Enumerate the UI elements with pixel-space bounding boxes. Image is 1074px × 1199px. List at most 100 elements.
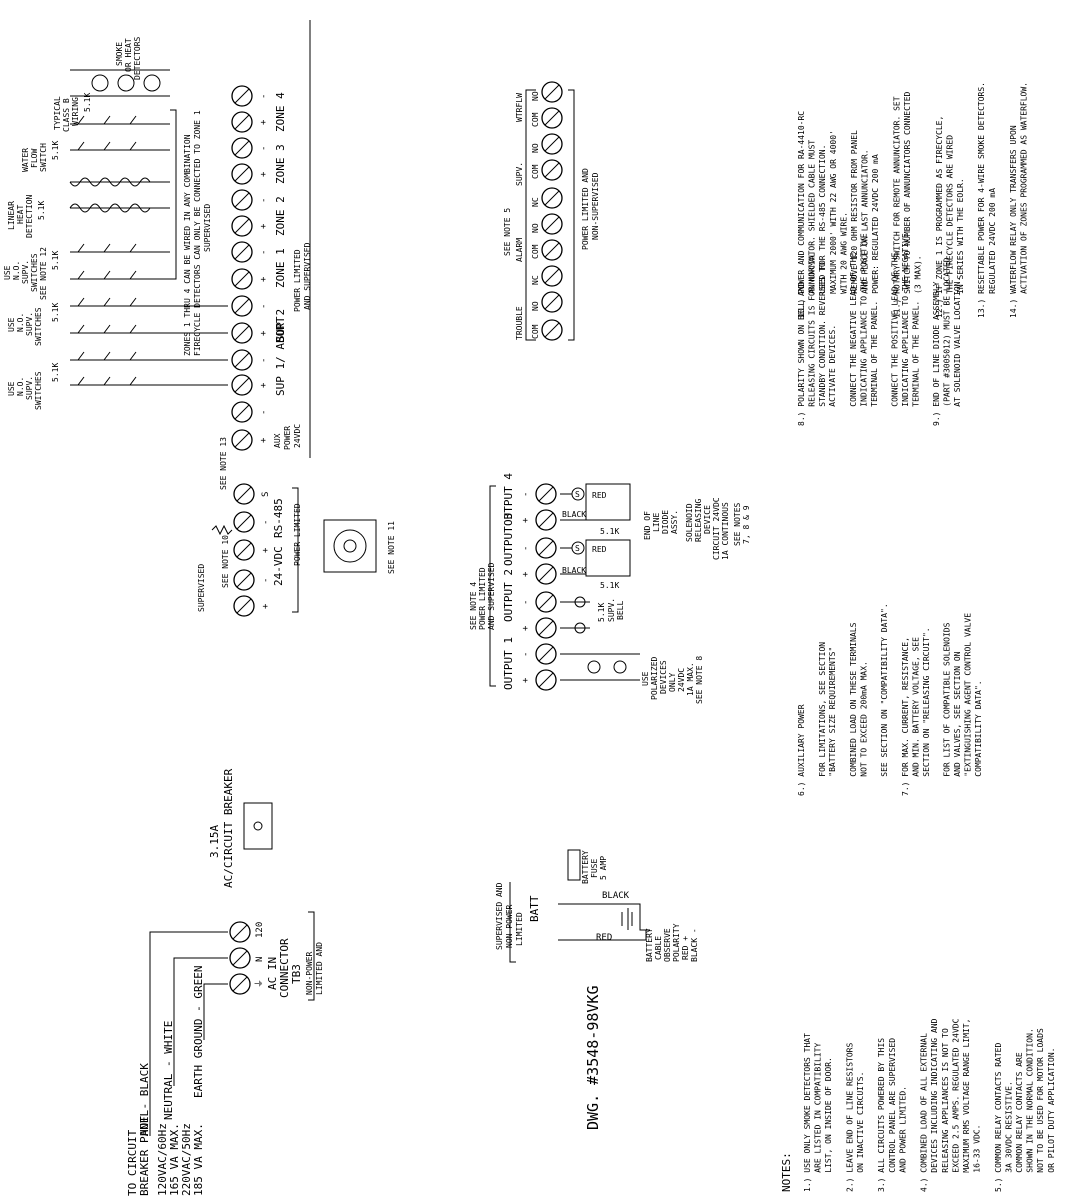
annunciator-sign-1: + xyxy=(261,603,271,609)
zones-and-supervised: AND SUPERVISED xyxy=(303,242,312,310)
relay-group-3: SUPV. xyxy=(515,162,524,186)
term-group-label-5: ZONE 2 xyxy=(274,196,287,236)
to-circuit-label: TO CIRCUIT xyxy=(126,1129,139,1196)
zones-note-2: FIRECYCLE DETECTORS CAN ONLY BE CONNECTE… xyxy=(193,110,202,356)
sup2-dev-5: 5.1K xyxy=(51,303,60,322)
earth-wire-label: EARTH GROUND - GREEN xyxy=(192,966,205,1098)
note-4-line-12: (3 MAX). xyxy=(914,255,923,318)
sup2-dev-4: SWITCHES xyxy=(34,307,43,346)
solenoid-3: DEVICE xyxy=(703,505,712,534)
note-3-line-11: INDICATING APPLIANCE TO THE NEGATIVE xyxy=(901,233,910,426)
note-2-line-7: NOT TO EXCEED 200mA MAX. xyxy=(859,661,868,796)
note-3-line-10: CONNECT THE POSITIVE LEAD OF THE xyxy=(891,252,900,426)
supv-bell-2: BELL xyxy=(616,601,625,620)
relay-contact-8: NO xyxy=(531,143,540,153)
zone-sign-7: + xyxy=(259,276,269,282)
note-4-line-2: ANNUNCIATOR. SHIELDED CABLE MUST xyxy=(808,140,817,318)
solenoid-1: SOLENOID xyxy=(685,503,694,542)
note-4-line-21: 14.) WATERFLOW RELAY ONLY TRANSFERS UPON xyxy=(1009,125,1018,318)
classb-dev-4: 5.1K xyxy=(83,93,92,112)
connector-label: CONNECTOR xyxy=(278,938,291,998)
relay-contact-4: COM xyxy=(531,244,540,259)
outputs-supervised: AND SUPERVISED xyxy=(487,562,496,630)
note-4-line-19: REGULATED 24VDC 200 mA xyxy=(988,188,997,318)
note-1-line-2: ARE LISTED IN COMPATIBILITY xyxy=(814,1043,823,1192)
r51k-out4: 5.1K xyxy=(600,527,619,536)
notes-block: NOTES: 1.) USE ONLY SMOKE DETECTORS THAT… xyxy=(780,82,1056,1192)
note-3-line-3: STANDBY CONDITION. REVERSES TO xyxy=(818,262,827,426)
battery-note-2: CABLE xyxy=(654,936,663,960)
note-4-line-18: 13.) RESETTABLE POWER FOR 4-WIRE SMOKE D… xyxy=(977,82,986,318)
note-2-line-16: AND VALVES, SEE SECTION ON xyxy=(953,651,962,796)
note-3-line-1: 8.) POLARITY SHOWN ON BELL AND xyxy=(797,281,806,426)
relay-contact-1: COM xyxy=(531,324,540,339)
sup3-dev-6: 5.1K xyxy=(51,251,60,270)
note-1-line-12: 4.) COMBINED LOAD OF ALL EXTERNAL xyxy=(920,1033,929,1192)
breaker-amps: 3.15A xyxy=(208,825,221,858)
sup1-dev-2: N.O. xyxy=(16,377,25,396)
zones-power-limited: POWER LIMITED xyxy=(293,249,302,312)
sup1-dev-5: 5.1K xyxy=(51,363,60,382)
sup1-dev-1: USE xyxy=(7,381,16,396)
note-3-line-6: CONNECT THE NEGATIVE LEAD OF THE xyxy=(849,252,858,426)
zone-sign-5: + xyxy=(259,330,269,336)
note-2-line-15: FOR LIST OF COMPATIBLE SOLENOIDS xyxy=(943,622,952,796)
heat-dev-3: DETECTION xyxy=(25,194,34,238)
note-2-line-12: AND MIN. BATTERY VOLTAGE, SEE xyxy=(911,637,920,796)
water-dev-3: SWITCH xyxy=(39,143,48,172)
r51k-out2: 5.1K xyxy=(597,603,606,622)
relay-contact-2: NO xyxy=(531,301,540,311)
zone-sign-14: - xyxy=(259,94,269,99)
note-3-line-7: INDICATING APPLIANCE TO THE POSITIVE xyxy=(859,233,868,426)
zone-sign-3: + xyxy=(259,382,269,388)
output-sign-2: - xyxy=(521,652,531,657)
eol-3: DIODE xyxy=(661,510,670,534)
ac-input-section: TO CIRCUIT BREAKER PANEL HOT - BLACK NEU… xyxy=(126,911,324,1196)
note-4-line-15: THE FIRECYCLE DETECTORS ARE WIRED xyxy=(945,135,954,318)
pol-dev-1: USE xyxy=(641,671,650,686)
note-3-line-16: AT SOLENOID VALVE LOCATION. xyxy=(953,277,962,426)
zone-sign-9: + xyxy=(259,223,269,229)
solenoid-7: 7, 8 & 9 xyxy=(742,505,751,544)
relay-group-2: ALARM xyxy=(515,238,524,262)
relay-contact-5: NO xyxy=(531,223,540,233)
zone-sign-10: - xyxy=(259,198,269,203)
term-group-label-3: SUP 2 xyxy=(274,309,287,342)
relay-group-4: WTRFLW xyxy=(515,93,524,122)
note-1-line-6: ON INACTIVE CIRCUITS. xyxy=(856,1072,865,1192)
neutral-wire-label: NEUTRAL - WHITE xyxy=(162,1021,175,1120)
term-group-label-7: ZONE 4 xyxy=(274,92,287,132)
note-2-line-18: COMPATIBILITY DATA". xyxy=(974,680,983,796)
output-sign-6: - xyxy=(521,546,531,551)
batt-label: BATT xyxy=(528,895,541,922)
heat-dev-4: 5.1K xyxy=(37,201,46,220)
note-1-line-5: 2.) LEAVE END OF LINE RESISTORS xyxy=(845,1043,854,1192)
solenoid-5: 1A CONTINOUS xyxy=(721,502,730,560)
output-sign-8: - xyxy=(521,492,531,497)
note-3-line-4: ACTIVATE DEVICES. xyxy=(828,325,837,426)
see-note-10: SEE NOTE 10 xyxy=(221,535,230,588)
classb-dev-1: TYPICAL xyxy=(53,96,62,130)
smoke-dev-2: OR HEAT xyxy=(124,38,133,72)
zone-sign-12: - xyxy=(259,146,269,151)
note-3-line-15: (PART #3005012) MUST BE LOCATED xyxy=(943,257,952,426)
note-1-line-14: RELEASING APPLIANCES IS NOT TO xyxy=(941,1028,950,1192)
battery-black-wire: BLACK xyxy=(602,891,630,901)
note-1-line-21: COMMON RELAY CONTACTS ARE xyxy=(1015,1052,1024,1192)
svg-text:S: S xyxy=(575,490,580,499)
terminal-label-n: N xyxy=(255,957,265,962)
output-sign-5: + xyxy=(521,571,531,577)
sup2-dev-1: USE xyxy=(7,317,16,332)
output-3-label: OUTPUT 3 xyxy=(502,513,515,566)
note-1-line-23: NOT TO BE USED FOR MOTOR LOADS xyxy=(1036,1028,1045,1192)
battery-fuse xyxy=(567,849,581,881)
term-group-label-4: ZONE 1 xyxy=(274,248,287,288)
note-2-line-6: COMBINED LOAD ON THESE TERMINALS xyxy=(849,622,858,796)
sup1-dev-3: SUPV. xyxy=(25,376,34,400)
smoke-dev-3: DETECTORS xyxy=(133,36,142,80)
term-group-label-1c: 24VDC xyxy=(293,424,302,448)
r51k-out3: 5.1K xyxy=(600,581,619,590)
pol-dev-5: 24VDC xyxy=(677,668,686,692)
sup3-dev-4: SWITCHES xyxy=(30,253,39,292)
heat-dev-1: LINEAR xyxy=(7,201,16,230)
